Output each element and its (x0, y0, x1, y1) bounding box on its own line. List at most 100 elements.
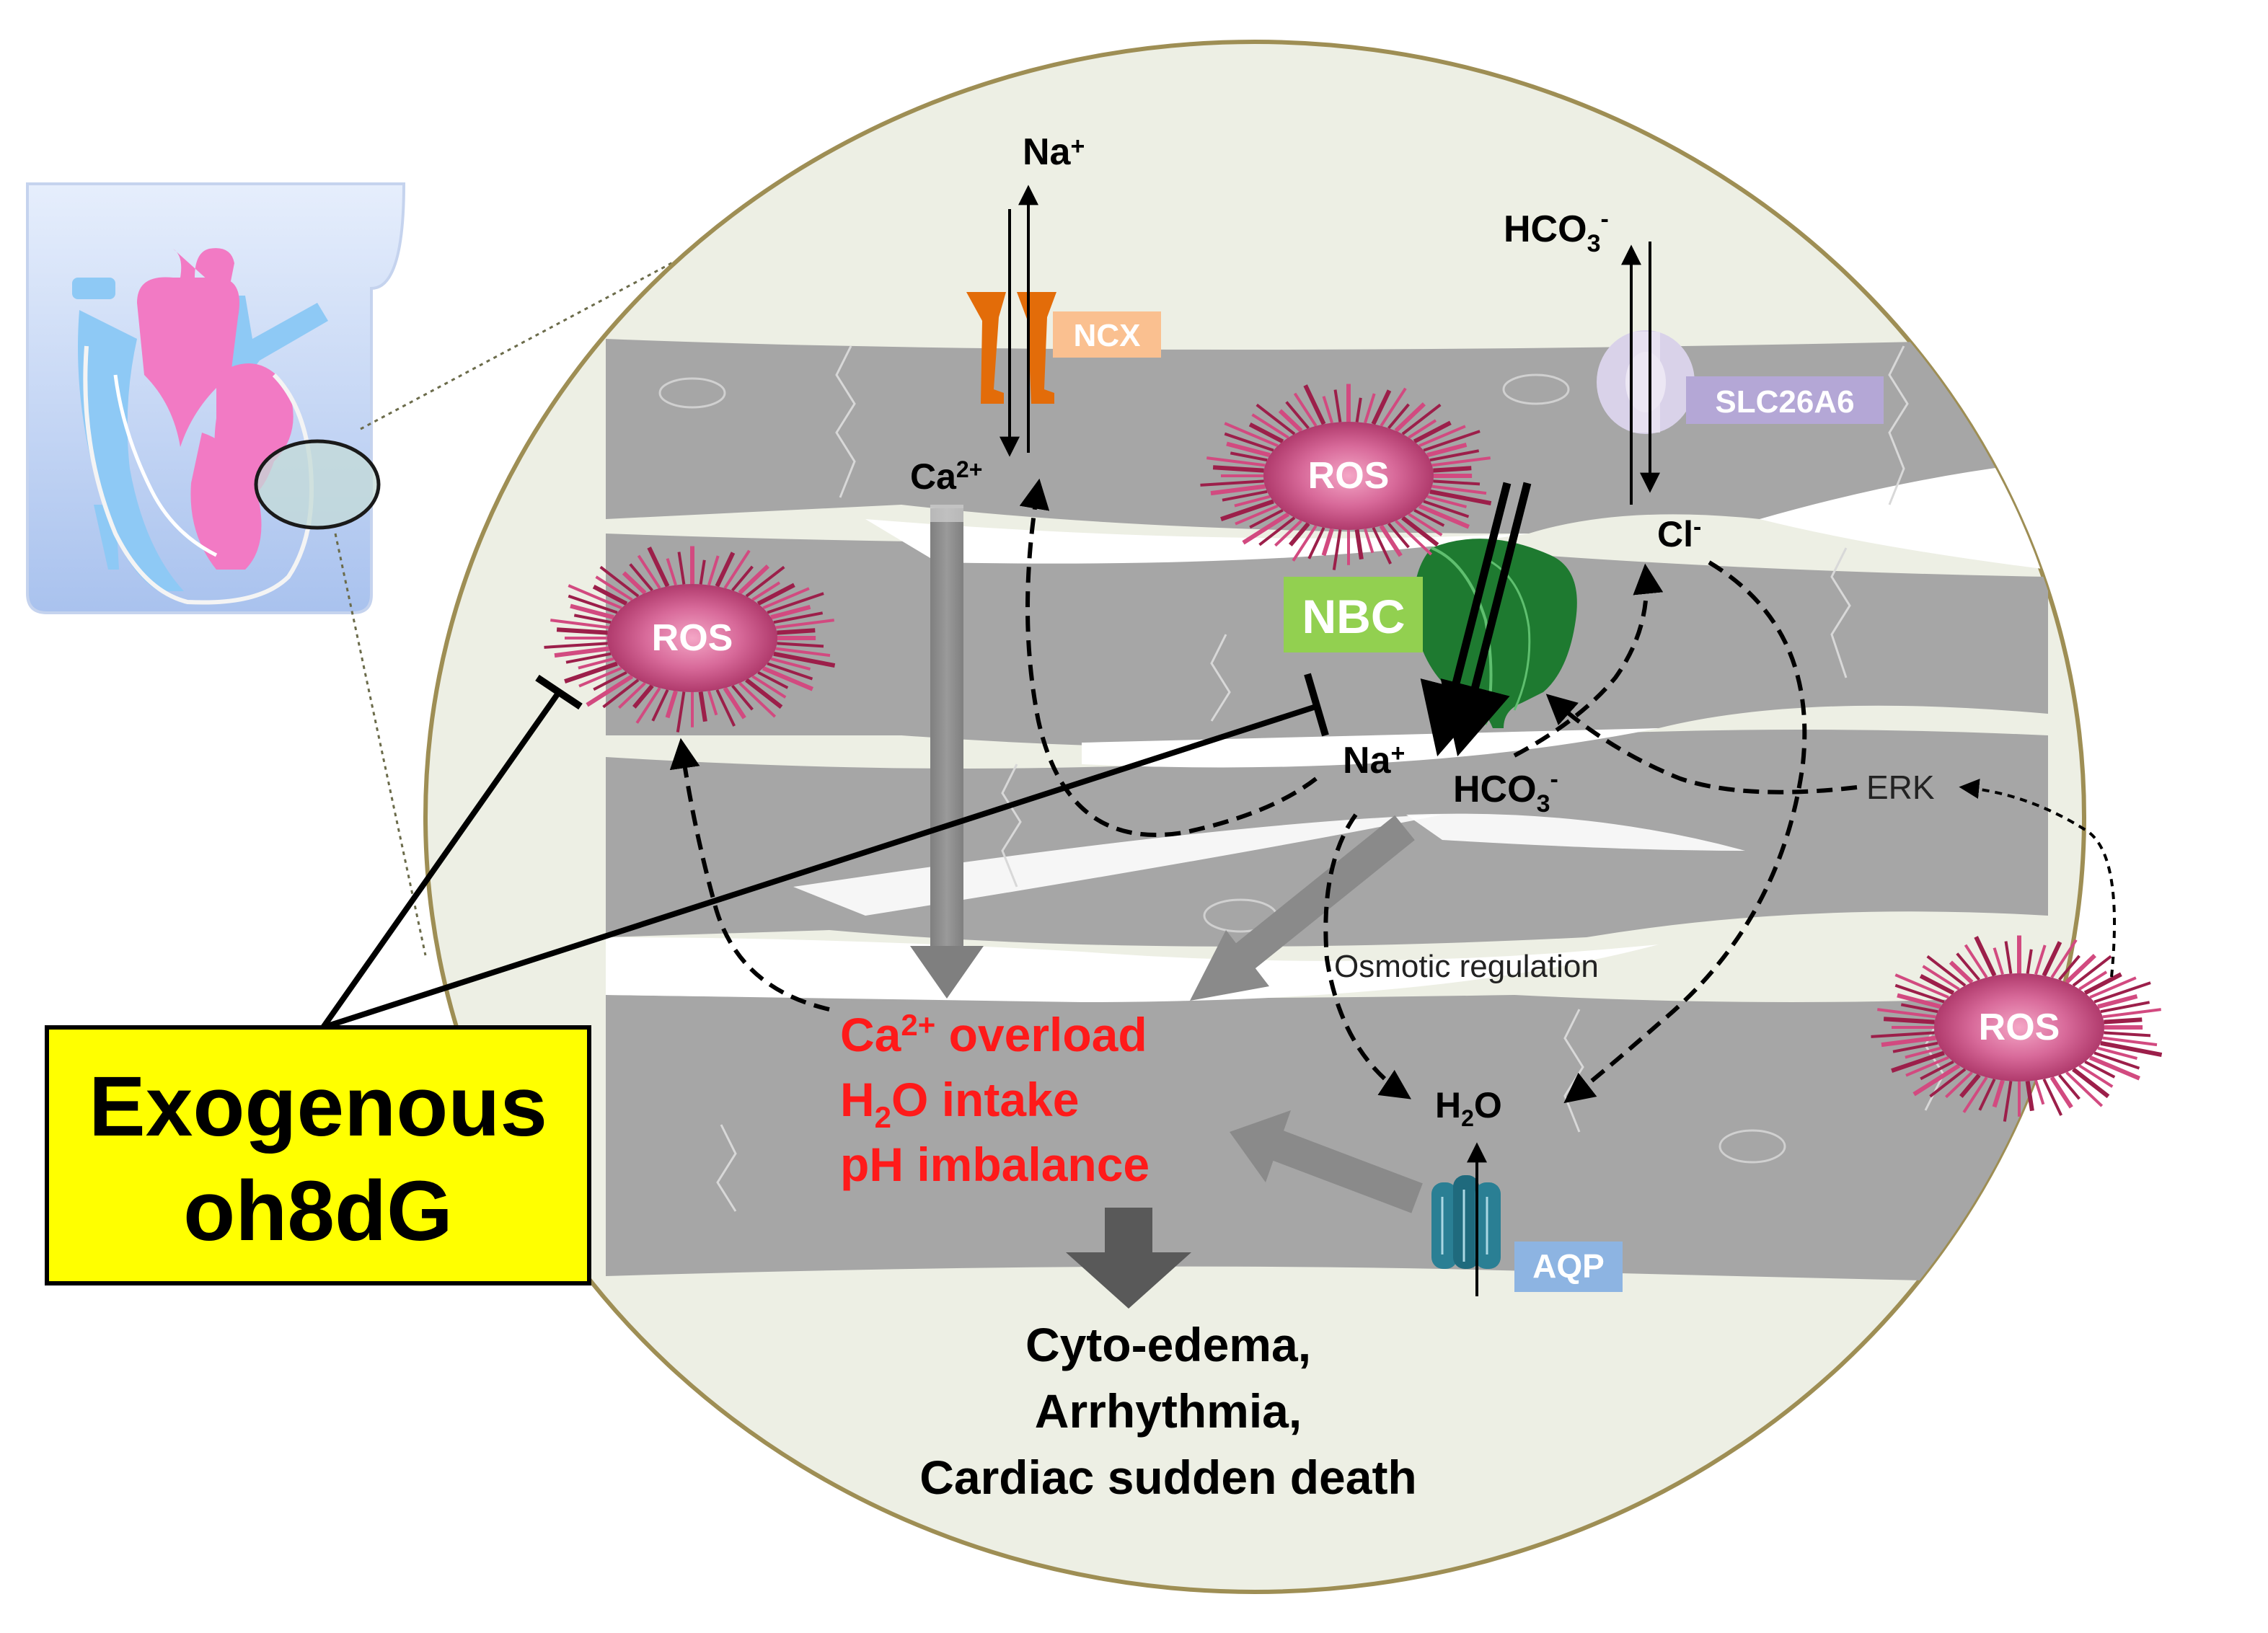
ros-spike (595, 575, 633, 601)
ros-spike (1251, 413, 1289, 439)
ros-spike (2042, 941, 2062, 977)
ros-spike (745, 565, 785, 598)
ros-spike (1379, 524, 1403, 557)
h2o-label: H2O (1435, 1085, 1502, 1131)
ros-spike (2004, 941, 2013, 974)
effect-h2o-intake: H2O intake (840, 1073, 1079, 1134)
ros-spike (1992, 1079, 2005, 1108)
ros-spike (1929, 1068, 1967, 1098)
ros-spike (2072, 1067, 2110, 1099)
ros-spike (2078, 1064, 2114, 1088)
ros-spike (707, 691, 718, 716)
ros-spike (1380, 387, 1407, 427)
ros-spike (599, 565, 640, 598)
ros-spikes-icon (1200, 384, 1492, 570)
ros-spike (550, 619, 609, 629)
na-to-h2o-dashed-path (1323, 813, 1411, 1099)
ros-spike (751, 675, 787, 699)
ros-spike (2093, 1051, 2140, 1070)
ros-spike (1894, 983, 1945, 1004)
ros-spike (677, 552, 686, 585)
ros-spike (1355, 397, 1362, 422)
ros-spike (2034, 1080, 2045, 1105)
ros-spike (770, 604, 811, 620)
ros-spike (2104, 1031, 2151, 1037)
ros-spike (715, 689, 736, 727)
ros-spike (573, 614, 612, 624)
ros-spike (2104, 1017, 2143, 1025)
ros-spike (2049, 1076, 2073, 1109)
ros-spike (2100, 1001, 2150, 1014)
ros-spike (1905, 1056, 1949, 1077)
ros-spike (564, 661, 618, 683)
ros-spike (1274, 519, 1302, 547)
ros-spike (762, 587, 810, 610)
ros-spike (593, 671, 627, 691)
effect-ca-overload: Ca2+ overload (840, 1008, 1147, 1061)
ros-spike (1964, 944, 1988, 978)
zoom-connector-lower (334, 533, 427, 956)
ros-spike (1871, 1031, 1935, 1038)
ros-spike (1234, 495, 1271, 508)
ros-spike (1408, 513, 1443, 536)
ros-spikes-icon (544, 546, 836, 733)
ros-spike (1974, 936, 1997, 977)
ros-spike (698, 691, 707, 722)
ros-particle-left: ROS (544, 546, 836, 733)
ros-spike (1332, 529, 1342, 570)
ros-spike (592, 584, 628, 606)
ros-spike (2058, 955, 2081, 981)
ros-particle-top: ROS (1200, 384, 1492, 570)
ros-spike (2088, 1055, 2140, 1081)
ros-spike (2089, 976, 2137, 999)
ros-spike (1278, 409, 1303, 433)
ros-spike (1289, 522, 1310, 546)
ros-spike (2100, 1040, 2163, 1058)
zoom-region-marker (254, 439, 381, 530)
ros-spike (2026, 949, 2033, 974)
ros-spike (775, 619, 834, 629)
ros-spike (1395, 519, 1433, 556)
ros-spike (578, 657, 614, 670)
ca-to-overload-arrow (910, 505, 984, 999)
ros-spike (602, 678, 640, 709)
ros-to-erk-dashed-path (1959, 779, 2116, 978)
ros-spike (1303, 384, 1326, 425)
cl-label: Cl- (1657, 513, 1701, 554)
ros-spike (618, 681, 646, 709)
ros-spike (1423, 430, 1481, 452)
inhibition-line-to-nbc (322, 704, 1318, 1030)
effects-to-outcome-arrow (1066, 1208, 1191, 1309)
ros-spike (1431, 456, 1491, 467)
ros-spike (1993, 947, 2004, 975)
aqp-label: AQP (1532, 1247, 1605, 1285)
exogenous-oh8dg-box (45, 1025, 591, 1285)
ros-spike (1321, 528, 1334, 557)
na-mid-label: Na+ (1343, 740, 1405, 782)
ros-spike (1429, 489, 1492, 506)
outcome-arrhythmia: Arrhythmia, (1035, 1384, 1302, 1438)
ros-spike (1387, 522, 1410, 549)
ros-spike (637, 554, 661, 589)
outcome-sudden-death: Cardiac sudden death (919, 1451, 1417, 1504)
ros-spike (1307, 526, 1325, 559)
ros-spike (1892, 1041, 1938, 1053)
ros-spike (1429, 449, 1480, 462)
erk-to-nbc-dashed-path (1545, 694, 1858, 795)
inhibition-line-to-ros (320, 690, 562, 1030)
ros-spike (1962, 1076, 1988, 1113)
ros-right-label: ROS (1979, 1006, 2060, 1048)
ros-spike (767, 662, 813, 681)
ros-spike (1200, 479, 1264, 487)
agent-line-1: Exogenous (89, 1059, 547, 1154)
aqp-channel-icon (1431, 1175, 1501, 1269)
ros-spike (1945, 1071, 1973, 1099)
ros-spike (1881, 1035, 1936, 1048)
ros-spike (1423, 500, 1470, 518)
ros-spike (1433, 466, 1472, 473)
ros-spike (770, 657, 811, 671)
na-to-overload-arrow (1190, 815, 1415, 1001)
ros-spike (1387, 403, 1410, 430)
agent-line-2: oh8dG (183, 1164, 453, 1259)
